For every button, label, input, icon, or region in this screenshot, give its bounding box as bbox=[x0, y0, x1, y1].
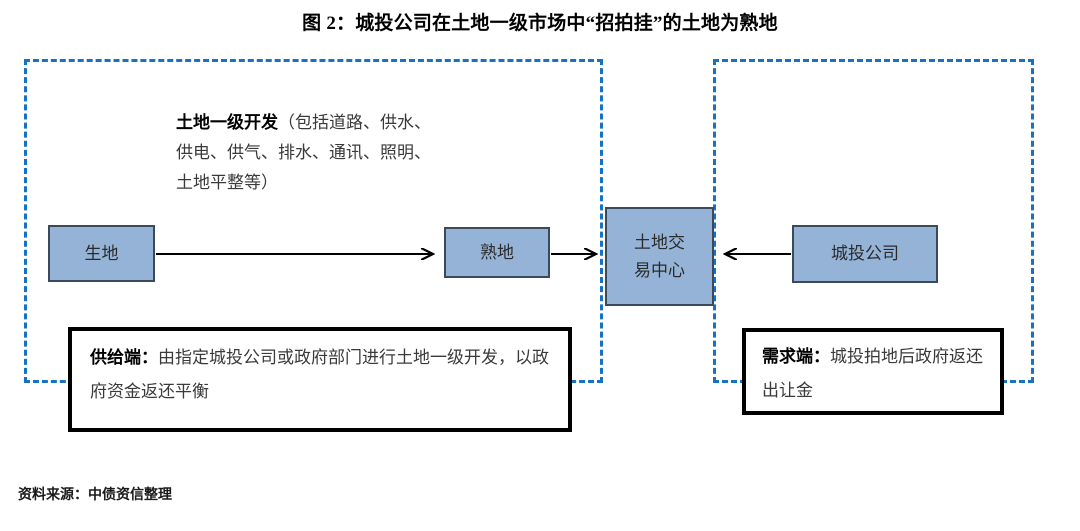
supply-side-caption-box: 供给端：由指定城投公司或政府部门进行土地一级开发，以政府资金返还平衡 bbox=[68, 327, 572, 432]
supply-side-caption-text: 由指定城投公司或政府部门进行土地一级开发，以政府资金返还平衡 bbox=[90, 348, 549, 401]
node-land-exchange-center-label-line1: 土地交 bbox=[634, 232, 685, 252]
figure-title: 图 2：城投公司在土地一级市场中“招拍挂”的土地为熟地 bbox=[302, 13, 778, 34]
source-note: 资料来源：中债资信整理 bbox=[18, 486, 172, 502]
node-land-exchange-center[interactable]: 土地交 易中心 bbox=[605, 207, 714, 306]
node-developed-land-label: 熟地 bbox=[480, 242, 514, 262]
supply-side-caption-lead: 供给端： bbox=[90, 348, 158, 367]
demand-side-caption-lead: 需求端： bbox=[762, 347, 830, 366]
land-development-note: 土地一级开发（包括道路、供水、供电、供气、排水、通讯、照明、土地平整等） bbox=[176, 108, 436, 198]
node-city-investment-company[interactable]: 城投公司 bbox=[792, 225, 938, 283]
demand-side-caption-text: 城投拍地后政府返还出让金 bbox=[762, 347, 983, 400]
node-developed-land[interactable]: 熟地 bbox=[444, 227, 550, 278]
demand-side-caption-box: 需求端：城投拍地后政府返还出让金 bbox=[742, 328, 1004, 415]
node-land-exchange-center-label-line2: 易中心 bbox=[634, 260, 685, 280]
land-development-note-rest: （包括道路、供水、供电、供气、排水、通讯、照明、土地平整等） bbox=[176, 113, 431, 192]
node-raw-land[interactable]: 生地 bbox=[48, 225, 155, 282]
land-development-note-lead: 土地一级开发 bbox=[176, 113, 278, 132]
node-raw-land-label: 生地 bbox=[84, 243, 119, 263]
node-city-investment-company-label: 城投公司 bbox=[831, 244, 899, 263]
